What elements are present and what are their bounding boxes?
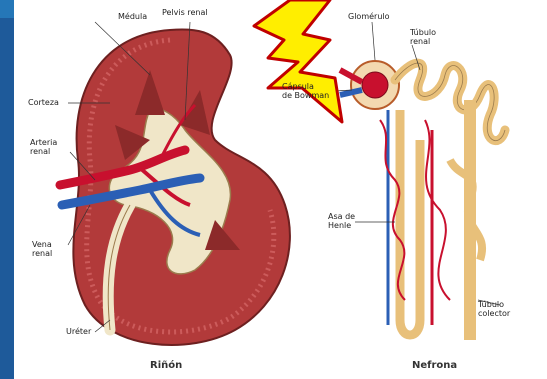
kidney-caption: Riñón — [150, 360, 182, 371]
nephron-caption: Nefrona — [412, 360, 457, 371]
lightning-bolt-icon — [254, 0, 342, 122]
label-glomerulus: Glomérulo — [348, 12, 390, 21]
label-collecting-duct: Túbulo colector — [478, 300, 510, 318]
nephron — [318, 22, 505, 340]
label-renal-tubule: Túbulo renal — [410, 28, 436, 46]
label-renal-pelvis: Pelvis renal — [162, 8, 208, 17]
label-renal-artery: Arteria renal — [30, 138, 57, 156]
loop-of-henle — [400, 110, 420, 335]
label-ureter: Uréter — [66, 327, 91, 336]
label-medulla: Médula — [118, 12, 147, 21]
label-bowman-capsule: Cápsula de Bowman — [282, 82, 329, 100]
label-cortex: Corteza — [28, 98, 59, 107]
glomerulus — [362, 72, 388, 98]
kidney — [60, 22, 290, 345]
label-renal-vein: Vena renal — [32, 240, 52, 258]
label-loop-of-henle: Asa de Henle — [328, 212, 355, 230]
